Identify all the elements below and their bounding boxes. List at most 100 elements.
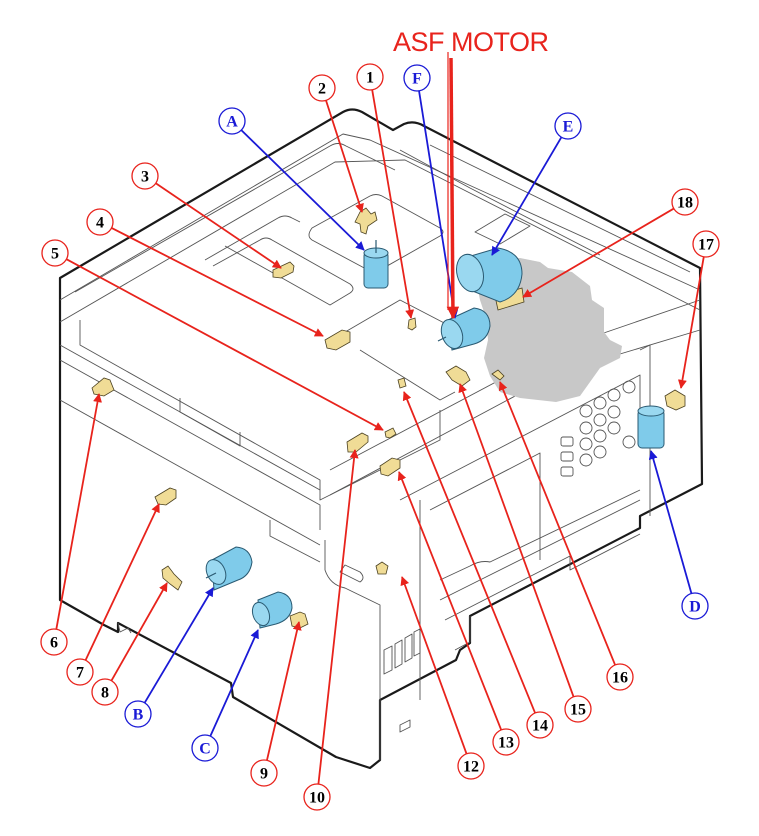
callout-label: D: [689, 599, 701, 616]
sensor-callout-13: 13: [492, 728, 520, 756]
motor-callout-B: B: [124, 700, 152, 728]
sensor-callout-3: 3: [131, 162, 159, 190]
motor-callout-E: E: [554, 112, 582, 140]
callout-circle: [124, 700, 152, 728]
sensor-callout-10: 10: [303, 783, 331, 811]
callout-label: C: [199, 741, 211, 758]
sensor-part-2: [354, 207, 378, 235]
sensor-leader-10: [317, 449, 359, 785]
sensor-leader-4: [111, 227, 324, 337]
sensor-callout-8: 8: [91, 678, 119, 706]
callout-label: 4: [96, 215, 104, 232]
motor-leader-D: [648, 450, 693, 594]
motor-callout-C: C: [191, 734, 219, 762]
sensor-leader-12: [400, 576, 468, 755]
motor-callout-F: F: [403, 64, 431, 92]
motor-part-D: [637, 405, 665, 449]
motor-part-E: [456, 247, 523, 303]
callout-circle: [86, 208, 114, 236]
sensor-callout-15: 15: [564, 695, 592, 723]
callout-label: 18: [677, 195, 693, 212]
sensor-leader-2: [325, 100, 364, 213]
sensor-part-14: [397, 377, 407, 389]
callout-label: 10: [309, 790, 325, 807]
callout-label: 5: [51, 246, 59, 263]
motor-callout-A: A: [218, 107, 246, 135]
callout-circle: [564, 695, 592, 723]
motor-part-B: [205, 546, 253, 591]
callout-label: 14: [532, 718, 548, 735]
sensor-callout-5: 5: [41, 239, 69, 267]
motor-leader-C: [209, 629, 259, 737]
callout-label: 12: [463, 759, 479, 776]
sensor-callout-12: 12: [457, 752, 485, 780]
sensor-callout-7: 7: [66, 658, 94, 686]
sensor-leader-3: [155, 182, 282, 269]
callout-circle: [250, 759, 278, 787]
asf-motor-title: ASF MOTOR: [393, 27, 549, 57]
sensor-callout-17: 17: [692, 230, 720, 258]
callout-circle: [91, 678, 119, 706]
motor-part-A: [363, 240, 389, 289]
callout-label: 7: [76, 665, 84, 682]
callout-circle: [492, 728, 520, 756]
callout-label: 1: [366, 70, 374, 87]
callout-circle: [41, 239, 69, 267]
sensor-part-10: [346, 432, 369, 453]
sensor-leader-17: [677, 256, 705, 389]
sensor-leader-9: [266, 621, 302, 761]
sensor-callout-2: 2: [308, 74, 336, 102]
callout-label: 17: [698, 237, 714, 254]
callout-label: B: [133, 707, 144, 724]
callout-label: 13: [498, 735, 514, 752]
callout-label: 9: [260, 766, 268, 783]
callout-circle: [308, 74, 336, 102]
motor-leader-E: [491, 136, 563, 256]
sensor-part-16: [491, 369, 505, 381]
sensor-leader-14: [402, 391, 536, 714]
sensor-part-4: [324, 329, 351, 351]
motor-part-C: [251, 591, 293, 629]
callout-label: 16: [612, 670, 628, 687]
callout-label: 8: [101, 685, 109, 702]
callout-circle: [671, 188, 699, 216]
sensor-leader-1: [371, 89, 415, 319]
sensor-leader-7: [84, 503, 160, 661]
sensor-part-13: [379, 457, 401, 477]
callout-circle: [554, 112, 582, 140]
sensor-leader-15: [458, 383, 575, 698]
callout-circle: [403, 64, 431, 92]
motor-leader-F: [418, 90, 459, 319]
sensor-callout-14: 14: [526, 711, 554, 739]
sensor-leader-8: [110, 582, 168, 682]
motor-callout-D: D: [681, 592, 709, 620]
callout-circle: [606, 663, 634, 691]
sensor-part-8: [161, 565, 183, 591]
asf-motor-leader: [446, 57, 460, 320]
motor-leader-A: [240, 129, 365, 251]
callout-circle: [66, 658, 94, 686]
callout-circle: [131, 162, 159, 190]
callout-label: 3: [141, 169, 149, 186]
sensor-callout-18: 18: [671, 188, 699, 216]
callout-label: 6: [50, 635, 58, 652]
sensor-part-3: [272, 261, 295, 279]
callout-circle: [692, 230, 720, 258]
sensor-part-15: [445, 365, 471, 387]
sensor-leader-18: [522, 207, 675, 298]
callout-circle: [303, 783, 331, 811]
callout-circle: [191, 734, 219, 762]
sensor-part-1: [407, 317, 417, 331]
sensor-callout-1: 1: [356, 63, 384, 91]
sensor-part-17: [664, 389, 686, 411]
motor-leader-B: [143, 587, 214, 704]
callout-circle: [218, 107, 246, 135]
sensor-callout-4: 4: [86, 208, 114, 236]
callout-label: F: [412, 71, 422, 88]
callout-circle: [681, 592, 709, 620]
callout-circle: [457, 752, 485, 780]
leader-lines: [55, 52, 705, 785]
callout-circle: [40, 628, 68, 656]
callout-label: 2: [318, 81, 326, 98]
